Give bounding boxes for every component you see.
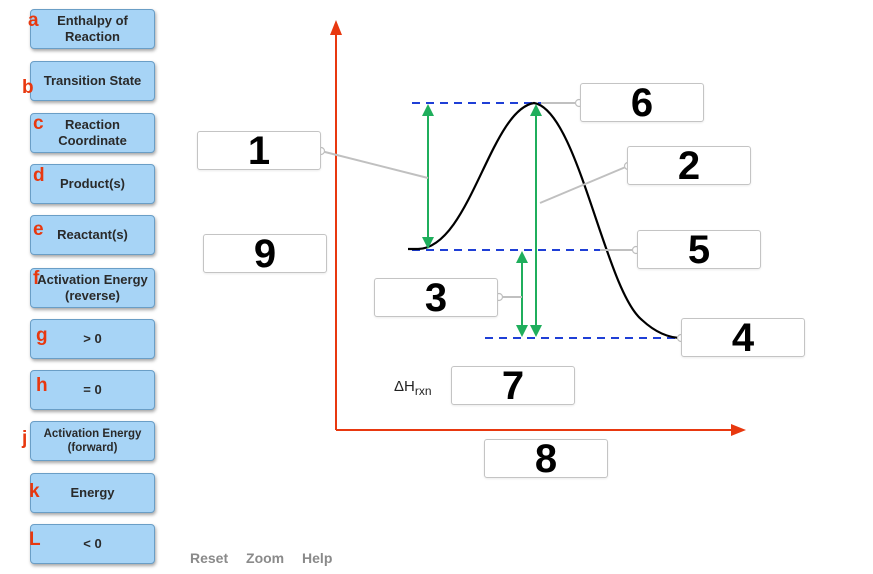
drop-target-6[interactable]: 6 <box>580 80 704 125</box>
letter-g: g <box>36 325 48 346</box>
drop-target-7[interactable]: 7 <box>451 363 575 408</box>
letter-b: b <box>22 77 34 98</box>
drop-target-2[interactable]: 2 <box>627 143 751 188</box>
letter-k: k <box>29 481 40 502</box>
letter-h: h <box>36 375 48 396</box>
target-number: 9 <box>253 231 277 276</box>
zoom-button[interactable]: Zoom <box>246 550 285 566</box>
drop-target-1[interactable]: 1 <box>197 128 321 173</box>
drop-target-3[interactable]: 3 <box>374 275 498 320</box>
reaction-curve <box>408 101 683 340</box>
tile-products[interactable]: Product(s) <box>30 164 155 204</box>
letter-f: f <box>33 268 40 289</box>
target-number: 1 <box>247 128 271 173</box>
tile-energy[interactable]: Energy <box>30 473 155 513</box>
tile-reactants[interactable]: Reactant(s) <box>30 215 155 255</box>
toolbar: Reset Zoom Help <box>190 550 346 566</box>
tile-enthalpy-of-reaction[interactable]: Enthalpy of Reaction <box>30 9 155 49</box>
letter-a: a <box>28 10 39 31</box>
delta-h-symbol: ΔH <box>394 378 415 395</box>
tile-label: Energy <box>70 485 115 500</box>
x-axis-arrowhead <box>731 424 746 436</box>
tile-activation-energy-reverse[interactable]: Activation Energy (reverse) <box>30 268 155 308</box>
y-axis-arrowhead <box>330 20 342 35</box>
tile-greater-than-zero[interactable]: > 0 <box>30 319 155 359</box>
tile-label: Enthalpy of Reaction <box>57 13 128 44</box>
target-number: 6 <box>630 80 654 125</box>
letter-e: e <box>33 219 44 240</box>
target-number: 2 <box>677 143 701 188</box>
letter-l: L <box>29 529 41 550</box>
drop-target-8[interactable]: 8 <box>484 436 608 481</box>
target-number: 3 <box>424 275 448 320</box>
letter-c: c <box>33 113 44 134</box>
tile-less-than-zero[interactable]: < 0 <box>30 524 155 564</box>
tile-label: Reactant(s) <box>57 227 128 242</box>
delta-h-rxn-label: ΔHrxn <box>394 378 432 398</box>
drop-target-5[interactable]: 5 <box>637 227 761 272</box>
tile-label: Reaction Coordinate <box>58 117 127 148</box>
delta-h-subscript: rxn <box>414 384 432 398</box>
tile-activation-energy-forward[interactable]: Activation Energy (forward) <box>30 421 155 461</box>
drop-target-9[interactable]: 9 <box>203 231 327 276</box>
tile-label: Activation Energy (forward) <box>43 428 142 454</box>
target-number: 7 <box>501 363 525 408</box>
tile-label: = 0 <box>83 382 102 397</box>
letter-d: d <box>33 165 45 186</box>
letter-j: j <box>22 428 28 449</box>
tile-label: Product(s) <box>60 176 125 191</box>
target-number: 4 <box>731 315 755 360</box>
tile-reaction-coordinate[interactable]: Reaction Coordinate <box>30 113 155 153</box>
help-button[interactable]: Help <box>302 550 333 566</box>
target-number: 5 <box>687 227 711 272</box>
tile-label: Activation Energy (reverse) <box>37 272 148 303</box>
tile-label: Transition State <box>43 73 142 88</box>
tile-equal-zero[interactable]: = 0 <box>30 370 155 410</box>
reset-button[interactable]: Reset <box>190 550 229 566</box>
tile-label: < 0 <box>83 536 102 551</box>
tile-transition-state[interactable]: Transition State <box>30 61 155 101</box>
target-number: 8 <box>534 436 558 481</box>
drop-target-4[interactable]: 4 <box>681 315 805 360</box>
tile-label: > 0 <box>83 331 102 346</box>
